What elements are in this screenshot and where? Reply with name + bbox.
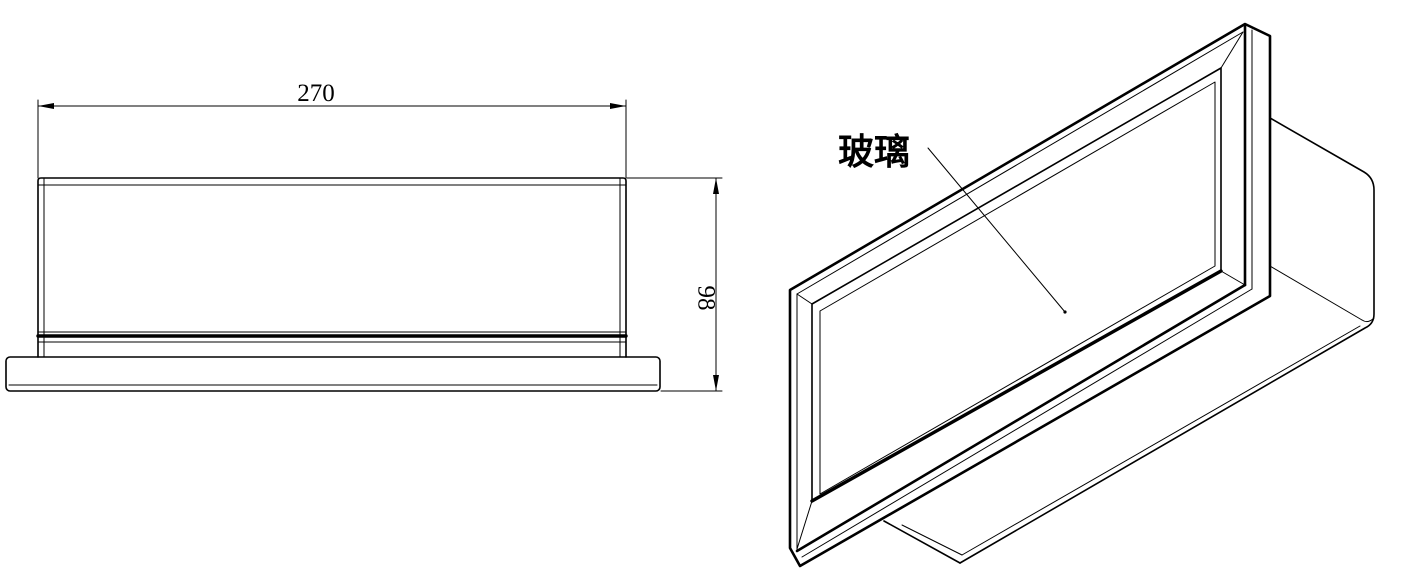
- box-top-right-outline: [959, 117, 1375, 564]
- isometric-view: 玻璃: [788, 22, 1375, 568]
- width-arrow-right: [610, 103, 626, 109]
- mitre-top-right: [1220, 31, 1244, 69]
- glass-outer-edge: [811, 67, 1222, 502]
- box-side-edge: [1269, 265, 1363, 321]
- glass-panel: [810, 67, 1223, 503]
- front-view: 270 98: [5, 80, 723, 392]
- height-dimension-text: 98: [692, 286, 719, 311]
- front-body: [36, 177, 628, 358]
- height-arrow-top: [713, 178, 719, 194]
- width-dimension: 270: [37, 80, 627, 179]
- glass-label: 玻璃: [838, 132, 910, 173]
- front-base-flange: [5, 356, 661, 392]
- height-arrow-bottom: [713, 375, 719, 391]
- box-bottom-left-inner: [901, 524, 963, 556]
- glass-callout: 玻璃: [838, 132, 1067, 314]
- bezel-bottom-inner: [801, 288, 1253, 558]
- glass-leader-dot: [1063, 310, 1067, 314]
- glass-bottom-edge: [810, 269, 1223, 503]
- bezel-bottom-front: [795, 283, 1247, 553]
- mitre-bottom-right: [1220, 270, 1246, 286]
- body-outline: [37, 177, 627, 358]
- width-dimension-text: 270: [297, 80, 335, 107]
- height-dimension: 98: [626, 177, 723, 392]
- base-outline: [5, 356, 661, 392]
- glass-leader-line: [927, 147, 1066, 313]
- box-side-corner: [1361, 317, 1375, 323]
- back-box: [883, 117, 1375, 564]
- width-arrow-left: [38, 103, 54, 109]
- glass-inner-edge: [819, 81, 1216, 495]
- box-bottom-left-edge: [883, 520, 961, 564]
- bezel-top-inner: [796, 31, 1244, 295]
- box-bottom-inner-edge: [961, 325, 1361, 556]
- mitre-bottom-left: [796, 500, 813, 550]
- mitre-top-left: [796, 293, 813, 305]
- bezel-outline: [788, 22, 1272, 568]
- bezel-frame: [788, 22, 1272, 568]
